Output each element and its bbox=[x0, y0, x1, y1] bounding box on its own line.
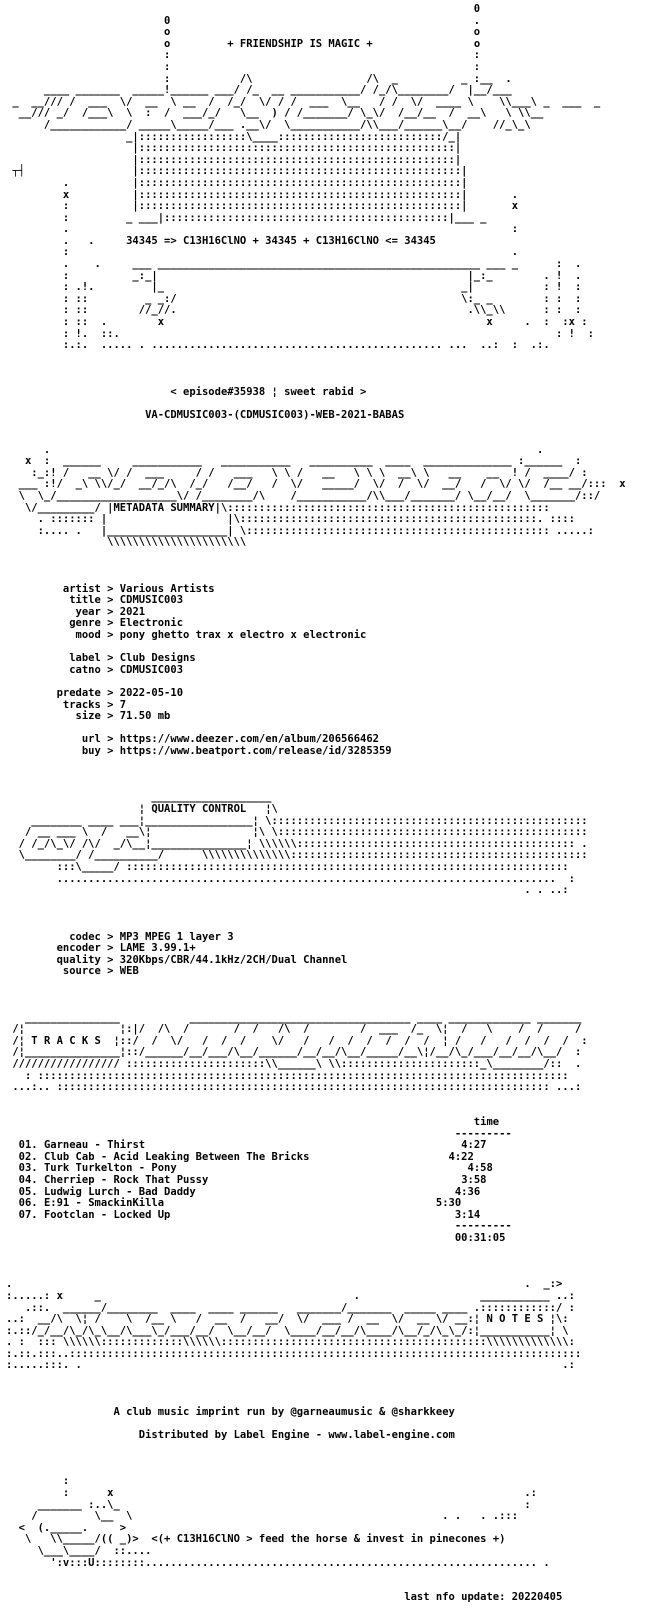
quality-value: 320Kbps/CBR/44.1kHz/2CH/Dual Channel bbox=[119, 953, 348, 966]
header-tagline: + FRIENDSHIP IS MAGIC + bbox=[227, 37, 373, 50]
total-time: 00:31:05 bbox=[454, 1231, 506, 1244]
metadata-section-title: METADATA SUMMARY bbox=[113, 501, 215, 514]
track-time-6: 5:30 bbox=[435, 1197, 462, 1210]
metadata-section-header: . . x : ______ ___________ ___________ _… bbox=[18, 443, 626, 549]
artist-value: Various Artists bbox=[119, 582, 215, 595]
track-time-1: 4:27 bbox=[461, 1139, 487, 1152]
quality-section-title: QUALITY CONTROL bbox=[151, 802, 247, 815]
track-title-2: 02. Club Cab - Acid Leaking Between The … bbox=[18, 1150, 310, 1163]
ascii-header-art: 0 0 . o o o + FRIENDSHI bbox=[12, 3, 601, 352]
track-time-2: 4:22 bbox=[448, 1150, 474, 1163]
track-title-3: 03. Turk Turkelton - Pony bbox=[18, 1162, 177, 1175]
track-title-4: 04. Cherriep - Rock That Pussy bbox=[18, 1173, 209, 1186]
track-title-7: 07. Footclan - Locked Up bbox=[18, 1208, 171, 1221]
track-title-5: 05. Ludwig Lurch - Bad Daddy bbox=[18, 1185, 196, 1198]
buy-value: https://www.beatport.com/release/id/3285… bbox=[119, 745, 392, 757]
header-release: VA-CDMUSIC003-(CDMUSIC003)-WEB-2021-BABA… bbox=[145, 408, 405, 421]
year-value: 2021 bbox=[119, 605, 146, 618]
genre-value: Electronic bbox=[119, 617, 184, 630]
tracks-count-value: 7 bbox=[119, 698, 127, 711]
footer-art: : : x .: _______ :..\_ : / \__ \ bbox=[18, 1475, 550, 1569]
footer-tagline: <(+ C13H16ClNO > feed the horse & invest… bbox=[151, 1533, 506, 1546]
label-value: Club Designs bbox=[119, 652, 196, 665]
size-value: 71.50 mb bbox=[119, 710, 171, 723]
header-episode: < episode#35938 ¦ sweet rabid > bbox=[170, 385, 367, 398]
footer-update: last nfo update: 20220405 bbox=[404, 1591, 563, 1604]
notes-section-header: . . _:> :.....: x _ . ___________ ..: .:… bbox=[6, 1278, 582, 1372]
mood-value: pony ghetto trax x electro x electronic bbox=[119, 629, 367, 642]
metadata-list: artist > Various Artists title > CDMUSIC… bbox=[43, 582, 392, 757]
nfo-document: 0 0 . o o o + FRIENDSHI bbox=[6, 3, 626, 1604]
notes-section-title: N O T E S bbox=[486, 1313, 544, 1326]
track-time-7: 3:14 bbox=[454, 1208, 481, 1221]
track-time-5: 4:36 bbox=[454, 1185, 481, 1198]
tracks-section-header: _______________ ________________________… bbox=[12, 1011, 588, 1094]
track-title-1: 01. Garneau - Thirst bbox=[18, 1139, 146, 1152]
source-value: WEB bbox=[119, 965, 139, 978]
notes-line-1: A club music imprint run by @garneaumusi… bbox=[113, 1405, 455, 1418]
track-title-6: 06. E:91 - SmackinKilla bbox=[18, 1197, 165, 1210]
notes-line-2: Distributed by Label Engine - www.label-… bbox=[138, 1429, 455, 1442]
catno-value: CDMUSIC003 bbox=[119, 663, 184, 676]
quality-list: codec > MP3 MPEG 1 layer 3 encoder > LAM… bbox=[43, 930, 348, 978]
url-value: https://www.deezer.com/en/album/20656646… bbox=[119, 733, 379, 746]
quality-section-header: ___________________ ¦ QUALITY CONTROL ¦\… bbox=[18, 791, 588, 897]
title-value: CDMUSIC003 bbox=[119, 594, 184, 607]
encoder-value: LAME 3.99.1+ bbox=[119, 942, 196, 955]
predate-value: 2022-05-10 bbox=[119, 687, 184, 700]
codec-value: MP3 MPEG 1 layer 3 bbox=[119, 930, 234, 943]
time-column-header: time bbox=[473, 1116, 500, 1128]
track-time-3: 4:58 bbox=[467, 1162, 493, 1175]
tracklist: time --------- 01. Garneau - Thirst 4:27… bbox=[18, 1116, 512, 1244]
tracks-section-title: T R A C K S bbox=[31, 1034, 101, 1047]
header-formula: 34345 => C13H16ClNO + 34345 + C13H16ClNO… bbox=[126, 234, 436, 247]
track-time-4: 3:58 bbox=[461, 1173, 487, 1186]
